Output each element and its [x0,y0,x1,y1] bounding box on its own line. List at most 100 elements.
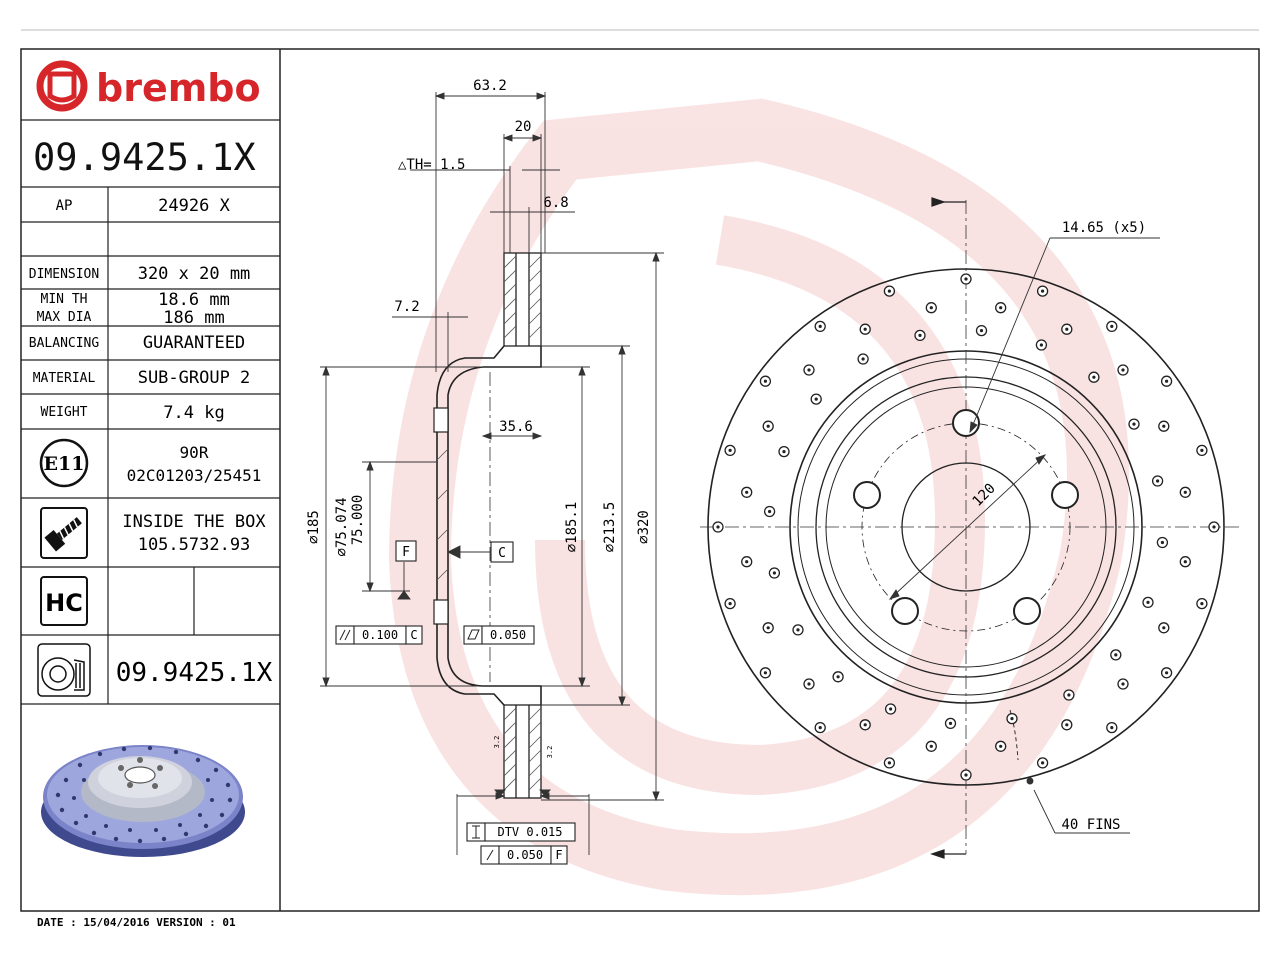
drill-hole-center [1165,671,1169,675]
min-th-label: MIN TH [41,292,88,307]
dim-d75-074: ⌀75.074 [334,497,350,556]
brembo-logo-mark [47,71,77,103]
drill-hole-center [796,628,800,632]
drill-hole-center [929,306,933,310]
dim-d75-000: 75.000 [350,495,366,546]
lug-hole [952,409,980,437]
drill-hole-center [964,773,968,777]
hc-mark: HC [45,589,83,617]
drill-hole-center [1010,717,1014,721]
drill-hole-center [807,368,811,372]
tol-parallel-ref: C [410,628,417,642]
dim-d320: ⌀320 [636,510,652,544]
approval-line-2: 02C01203/25451 [127,466,262,485]
drill-hole-center [716,525,720,529]
drill-hole-center [728,448,732,452]
tol-flat-value: 0.050 [490,628,526,642]
brand-watermark [388,98,1129,896]
drill-hole-center [1092,375,1096,379]
tolerance-symbols [339,629,494,861]
drill-hole-center [818,726,822,730]
drill-hole-center [1110,324,1114,328]
drill-holes [712,273,1220,781]
section-cut-arrows [930,197,966,859]
e11-mark: E11 [44,453,85,475]
drill-hole-center [889,707,893,711]
tol-runout-ref: F [555,848,562,862]
drill-hole-center [861,357,865,361]
front-center-lines [700,200,1240,854]
drill-hole-center [1162,424,1166,428]
drill-hole-center [772,571,777,575]
footer-date-version: DATE : 15/04/2016 VERSION : 01 [37,916,236,929]
drill-hole-center [964,277,968,281]
drill-hole-center [1162,626,1166,630]
drill-hole-center [768,509,772,514]
drill-hole-center [1065,327,1069,331]
drill-hole-center [887,761,892,765]
drill-hole-center [1041,761,1045,765]
drill-hole-center [836,675,840,679]
drill-hole-center [1114,653,1118,657]
drill-hole-center [745,560,749,564]
tol-parallel-value: 0.100 [362,628,398,642]
drill-hole-center [1065,723,1069,727]
datum-f-label: F [402,545,410,560]
hc-icon: HC [40,576,88,626]
drill-hole-center [863,327,867,331]
drill-hole-center [1200,602,1204,606]
tol-runout-value: 0.050 [507,848,543,862]
brand-name: brembo [96,66,261,110]
balancing-value: GUARANTEED [143,333,245,353]
drill-hole-center [763,671,768,675]
drill-hole-center [1200,448,1204,452]
drill-hole-center [1132,422,1136,426]
part-number: 09.9425.1X [33,136,256,179]
min-th-value: 18.6 mm [158,290,230,310]
drill-hole-center [929,744,933,748]
inside-box-line-1: INSIDE THE BOX [122,512,266,532]
drill-hole-center [1156,479,1160,483]
spec-table [21,119,280,705]
lug-hole [1013,597,1041,625]
tol-dtv-label: DTV 0.015 [497,825,562,839]
brembo-logo: brembo [36,60,261,112]
dim-d213-5: ⌀213.5 [602,502,618,553]
footer-part-number: 09.9425.1X [116,658,273,688]
hub-bore-notch-upper [433,407,449,433]
drill-hole-center [814,397,818,401]
e11-approval-icon: E11 [39,438,89,488]
disc-profile-icon [37,643,91,697]
dim-35-6: 35.6 [499,419,533,435]
drill-hole-center [1110,726,1114,730]
drill-hole-center [1146,600,1150,605]
dim-7-2: 7.2 [394,299,419,315]
drill-hole-center [818,324,822,328]
drill-hole-center [745,490,749,494]
ap-value: 24926 X [158,196,230,216]
front-dimension-lines [888,237,1160,834]
drill-hole-center [979,329,984,333]
brembo-logo-icon [36,60,88,112]
dim-d185-1: ⌀185.1 [564,502,580,553]
surface-mark-b: 3.2 [546,746,554,759]
dim-d185: ⌀185 [306,510,322,544]
drill-hole-center [1067,693,1071,697]
drill-hole-center [1212,525,1216,529]
drill-hole-center [807,682,811,686]
drill-hole-center [1121,368,1125,372]
balancing-label: BALANCING [29,336,100,351]
disc-cross-section [436,252,542,799]
drill-hole-center [887,289,892,293]
lug-hole [1051,481,1079,509]
disc-render-image [41,745,245,857]
max-dia-label: MAX DIA [37,310,92,325]
inside-box-line-2: 105.5732.93 [138,535,251,555]
ap-label: AP [56,198,73,214]
drill-hole-center [863,723,867,727]
dim-overall-width: 63.2 [473,78,507,94]
material-label: MATERIAL [33,371,96,386]
approval-line-1: 90R [180,443,209,462]
drill-hole-center [766,424,770,428]
